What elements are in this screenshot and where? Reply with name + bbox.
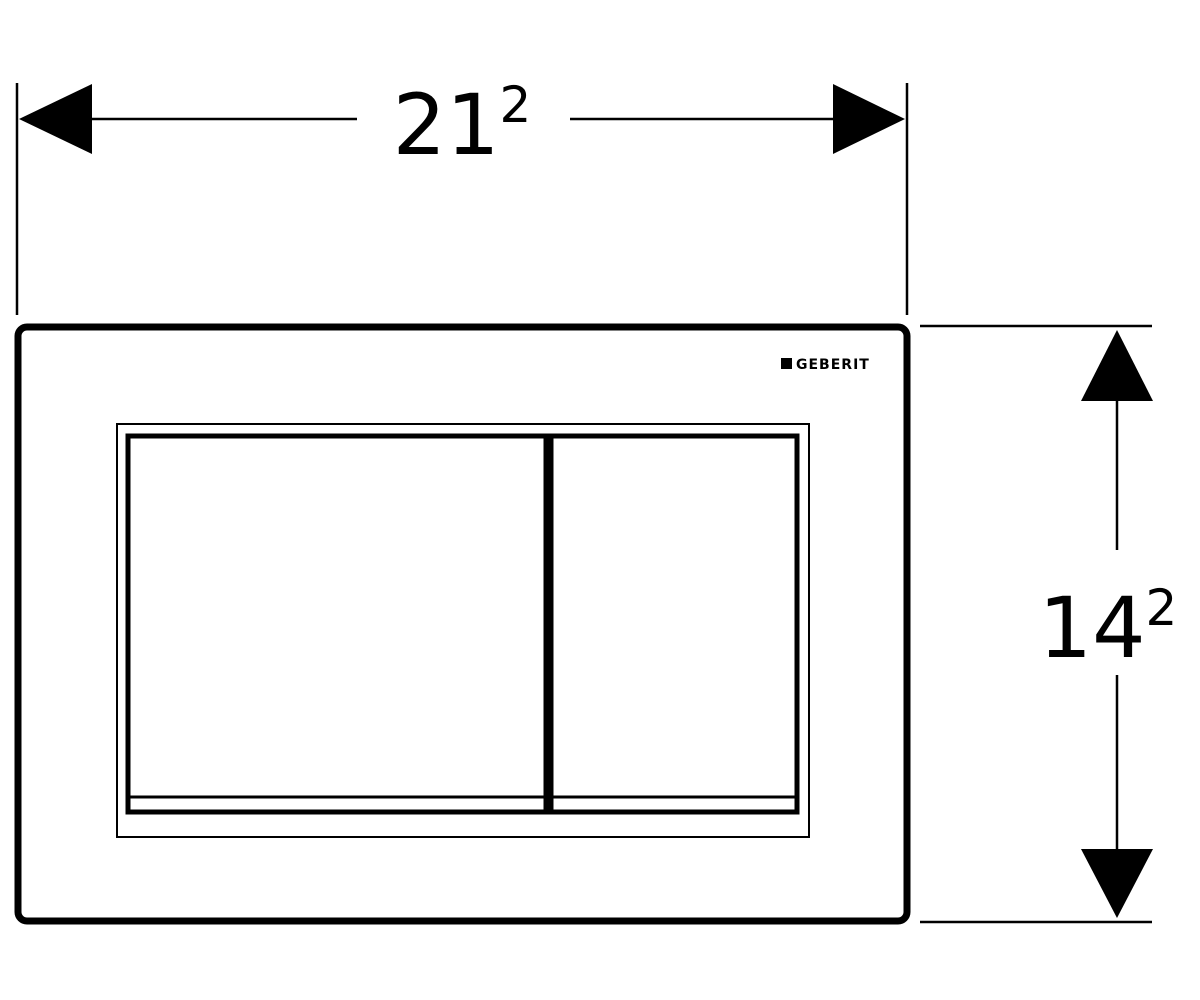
height-dimension-value: 14 — [1039, 579, 1146, 677]
small-flush-button-outline — [548, 433, 800, 815]
width-dimension-label: 212 — [393, 76, 532, 174]
button-frame — [116, 423, 810, 838]
height-arrowhead-bottom — [1081, 849, 1153, 918]
small-flush-button — [548, 433, 800, 815]
width-arrowhead-right — [833, 84, 905, 154]
width-arrowhead-left — [19, 84, 92, 154]
width-dimension-value: 21 — [393, 76, 500, 174]
height-dimension: 142 — [920, 324, 1178, 924]
brand-logo: GEBERIT — [781, 357, 870, 373]
large-flush-button-outline — [125, 433, 549, 815]
height-dimension-superscript: 2 — [1146, 579, 1178, 637]
flush-plate: GEBERIT — [14, 323, 911, 925]
plate-outline — [14, 323, 911, 925]
height-arrowhead-top — [1081, 330, 1153, 401]
width-dimension: 212 — [15, 76, 909, 315]
height-dimension-label: 142 — [1039, 579, 1178, 677]
brand-logo-square — [781, 358, 792, 369]
width-dimension-superscript: 2 — [500, 76, 532, 134]
large-flush-button — [125, 433, 549, 815]
brand-logo-text: GEBERIT — [796, 357, 870, 373]
